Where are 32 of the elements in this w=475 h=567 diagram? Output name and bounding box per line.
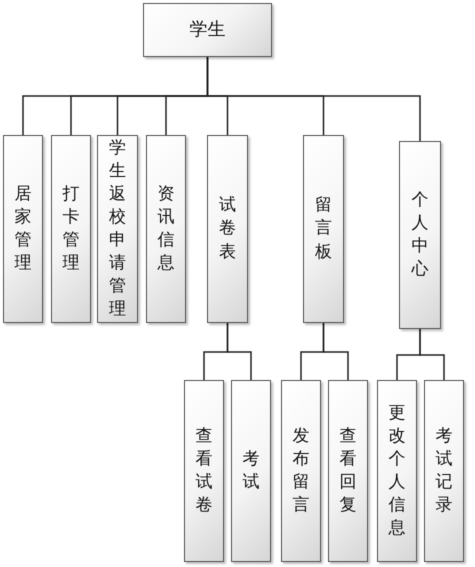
tree-node-box <box>97 135 138 323</box>
node-label: 考试 <box>242 448 260 494</box>
node-label: 打卡管理 <box>62 182 80 276</box>
tree-node-box <box>281 380 321 562</box>
node-label: 个人中心 <box>412 188 428 282</box>
connector-line <box>226 323 252 380</box>
tree-node-box <box>303 135 344 323</box>
tree-node-box <box>207 135 248 323</box>
node-label: 留言板 <box>315 194 332 264</box>
tree-node-box <box>377 380 417 562</box>
tree-node-box <box>143 3 272 57</box>
tree-node-box <box>51 135 91 323</box>
connector-line <box>419 329 445 380</box>
node-label: 资讯信息 <box>158 182 174 276</box>
tree-node-box <box>424 380 464 562</box>
tree-node-box <box>231 380 271 562</box>
connector-line <box>206 57 421 141</box>
node-label: 考试记录 <box>436 424 452 518</box>
node-label: 居家管理 <box>14 182 32 276</box>
tree-node-box <box>328 380 368 562</box>
connector-line <box>322 323 349 380</box>
node-label: 发布留言 <box>292 424 310 518</box>
node-label: 查看回复 <box>340 424 356 518</box>
node-label: 更改个人信息 <box>388 402 406 540</box>
node-label: 学生返校申请管理 <box>109 136 126 322</box>
tree-node-box <box>184 380 224 562</box>
node-label: 学生 <box>190 19 226 41</box>
tree-node-box <box>3 135 43 323</box>
tree-node-box <box>399 141 441 329</box>
tree-node-box <box>146 135 186 323</box>
node-label: 查看试卷 <box>196 424 212 518</box>
node-label: 试卷表 <box>219 194 236 264</box>
